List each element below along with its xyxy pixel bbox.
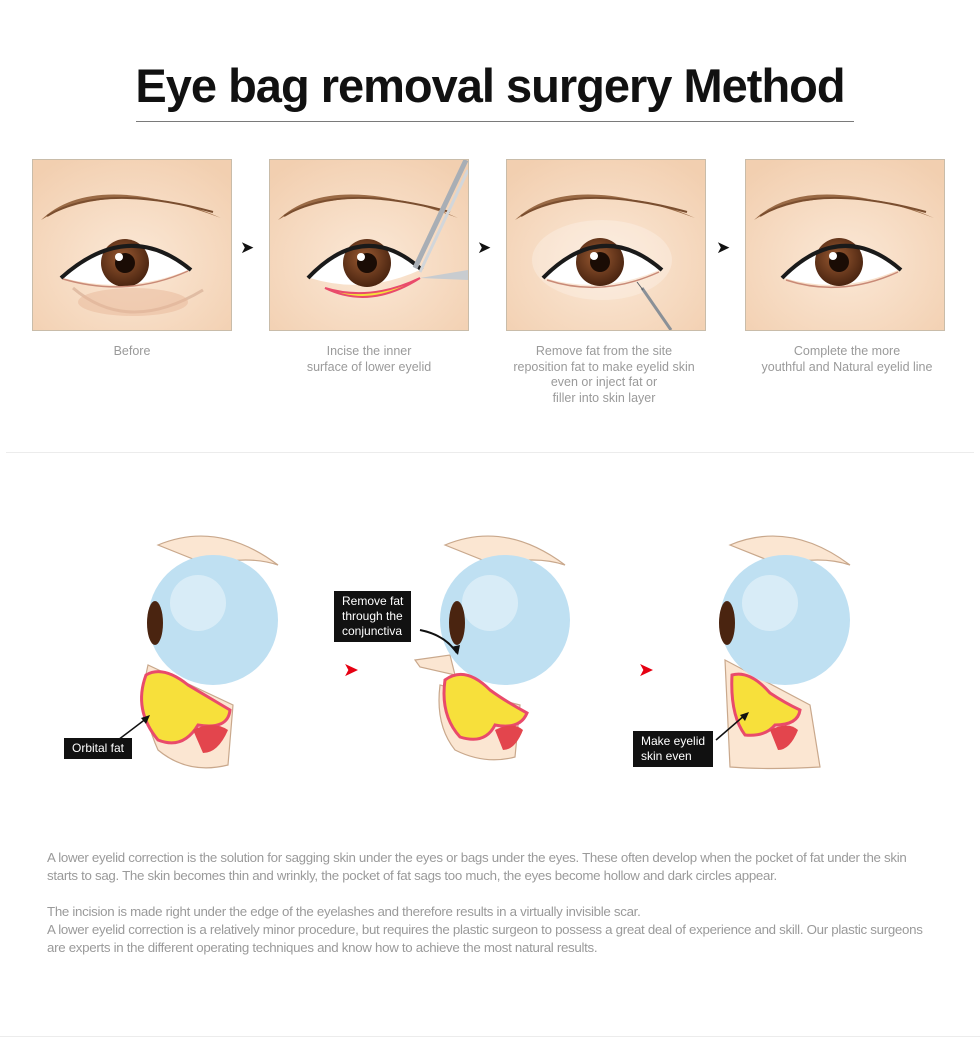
step-caption-remove-fat: Remove fat from the site reposition fat …	[513, 344, 695, 405]
step-image-remove-fat	[506, 159, 706, 331]
cross-section-remove-fat	[413, 535, 570, 761]
label-remove-fat-conjunctiva: Remove fat through the conjunctiva	[334, 591, 412, 642]
cross-section-skin-even	[719, 535, 851, 770]
step-image-incise	[269, 159, 469, 331]
title-underline	[136, 121, 854, 122]
paragraph-surgeons: A lower eyelid correction is a relativel…	[47, 922, 923, 955]
page-title: Eye bag removal surgery Method	[135, 59, 845, 112]
section-divider	[6, 452, 974, 453]
step-arrow-2: ➤	[477, 238, 492, 257]
cross-arrow-1: ➤	[343, 660, 359, 681]
cross-arrow-2: ➤	[638, 660, 654, 681]
step-caption-complete: Complete the more youthful and Natural e…	[761, 344, 933, 374]
paragraph-incision: The incision is made right under the edg…	[47, 904, 641, 919]
bottom-divider	[0, 1036, 980, 1037]
step-image-before	[32, 159, 232, 331]
step-image-complete	[745, 159, 945, 331]
label-orbital-fat: Orbital fat	[64, 738, 133, 759]
cross-section-orbital-fat	[140, 535, 279, 769]
step-caption-before: Before	[113, 344, 151, 358]
paragraph-intro: A lower eyelid correction is the solutio…	[47, 850, 907, 883]
step-arrow-3: ➤	[716, 238, 731, 257]
step-arrow-1: ➤	[240, 238, 255, 257]
label-make-eyelid-skin-even: Make eyelid skin even	[633, 731, 714, 767]
step-caption-incise: Incise the inner surface of lower eyelid	[306, 344, 432, 374]
